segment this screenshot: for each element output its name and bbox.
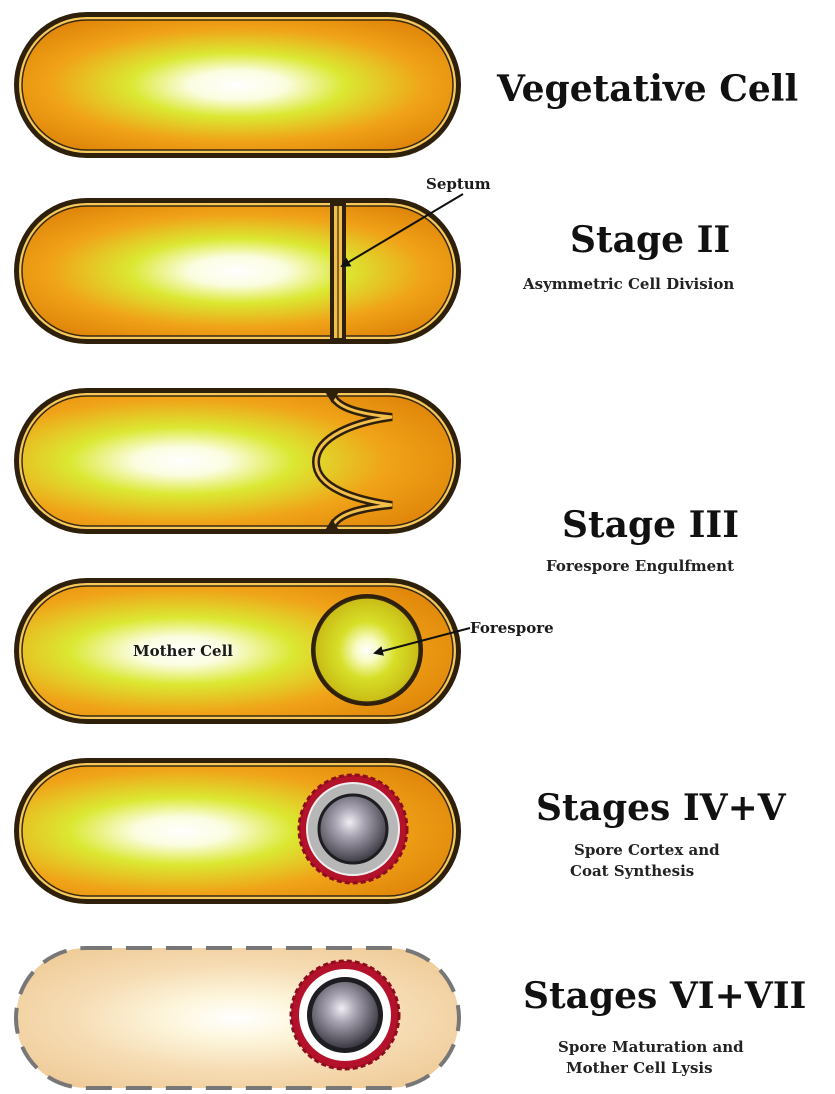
stage-title-3: Stage III — [562, 504, 739, 546]
stage67-cell — [16, 948, 459, 1088]
stage-title-2: Stage II — [570, 219, 730, 261]
stage2-cell — [14, 198, 461, 344]
stage-subtitle-45-line1: Spore Cortex and — [574, 841, 720, 859]
stage-subtitle-67-line1: Spore Maturation and — [558, 1038, 744, 1056]
stage-subtitle-67-line2: Mother Cell Lysis — [566, 1059, 713, 1077]
forespore-label: Forespore — [470, 619, 554, 637]
stage45-cell — [14, 758, 461, 904]
septum-label: Septum — [426, 175, 491, 193]
stage3-engulfment-cell — [14, 388, 461, 534]
septum — [330, 202, 346, 342]
stage-subtitle-2: Asymmetric Cell Division — [522, 275, 734, 293]
spore-stage45 — [299, 775, 407, 883]
forespore — [311, 594, 423, 706]
stage-subtitle-45-line2: Coat Synthesis — [570, 862, 694, 880]
vegetative-cell — [14, 12, 461, 158]
stage-title-vegetative: Vegetative Cell — [496, 68, 798, 110]
spore-stage67 — [291, 961, 399, 1069]
stage-title-45: Stages IV+V — [536, 787, 787, 829]
stage-subtitle-3: Forespore Engulfment — [546, 557, 734, 575]
stage-title-67: Stages VI+VII — [523, 975, 806, 1017]
mother-cell-label: Mother Cell — [133, 642, 233, 660]
stage3-forespore-cell — [14, 578, 461, 724]
